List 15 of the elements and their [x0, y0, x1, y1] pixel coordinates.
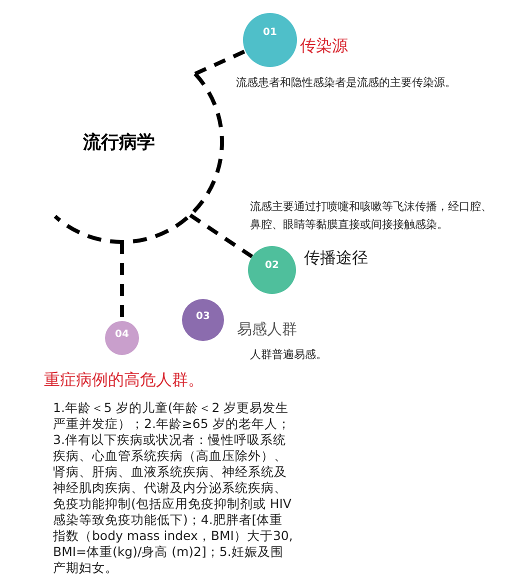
section-heading: 易感人群: [237, 320, 297, 339]
dashed-connector: [194, 49, 246, 76]
topic-heading: 流行病学: [83, 131, 156, 154]
number-circle: 01: [243, 13, 297, 67]
number-circle: 02: [248, 246, 296, 294]
section-heading: 传染源: [300, 36, 348, 57]
number-circle: 04: [105, 321, 139, 355]
description-text: 人群普遍易感。: [250, 347, 328, 363]
section-heading: 重症病例的高危人群。: [44, 370, 204, 391]
section-heading: 传播途径: [304, 248, 368, 269]
description-text: 流感主要通过打喷嚏和咳嗽等飞沫传播，经口腔、鼻腔、眼睛等黏膜直接或间接接触感染。: [250, 199, 493, 233]
description-text: 流感患者和隐性感染者是流感的主要传染源。: [236, 75, 457, 91]
dashed-connector: [189, 213, 254, 258]
description-text: 1.年龄＜5 岁的儿童(年龄＜2 岁更易发生严重并发症）；2.年龄≥65 岁的老年人；3.伴有以下疾病或状况者：慢性呼吸系统疾病、心血管系统疾病（高血压除外）、肾病、肝病、血液系统疾病、神经系统及神经肌肉疾病、代谢及内分泌系统疾病、免疫功能抑制(包括应用免疫抑制剂或 HIV 感染等致免疫功能低下)；4.肥胖者[体重指数（body mass index，BMI）大于30, BMI=体重(kg)/身高 (m)2]；5.妊娠及围产期妇女。: [53, 400, 293, 576]
number-circle: 03: [182, 299, 224, 341]
